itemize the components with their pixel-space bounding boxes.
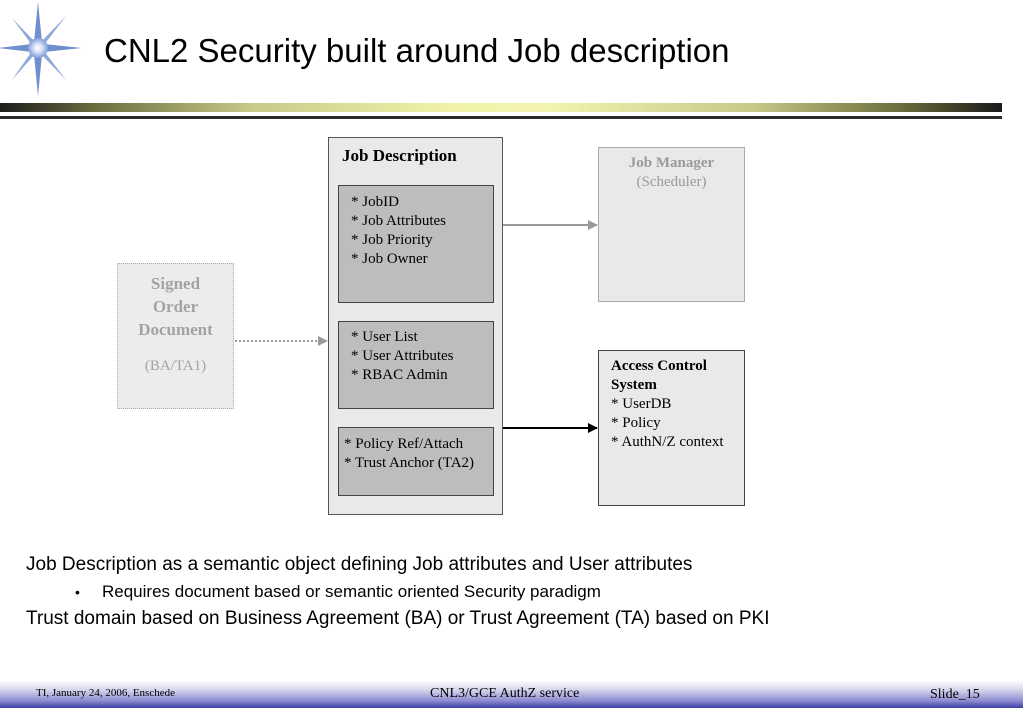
list-item: * User List (351, 329, 418, 345)
list-item: * AuthN/Z context (611, 434, 724, 450)
policy-box (338, 427, 494, 496)
title-rule (0, 116, 1002, 119)
list-item: * UserDB (611, 396, 672, 412)
signed-order-title-line: Order (152, 297, 199, 316)
job-description-title: Job Description (342, 146, 457, 165)
list-item: * User Attributes (351, 348, 454, 364)
title-gradient-bar (0, 103, 1002, 112)
list-item: * Trust Anchor (TA2) (344, 455, 475, 471)
footer-title: CNL3/GCE AuthZ service (430, 686, 580, 701)
signed-order-title-line: Document (138, 320, 213, 339)
footer-bar (0, 680, 1023, 708)
starburst-logo-icon (0, 2, 82, 96)
list-item: * Job Owner (351, 251, 428, 267)
job-manager-title: Job Manager (628, 155, 715, 171)
job-attributes-list: * JobID * Job Attributes * Job Priority … (351, 193, 446, 269)
slide-number: Slide_15 (930, 687, 980, 702)
slide-title: CNL2 Security built around Job descripti… (104, 32, 730, 69)
body-paragraph: Trust domain based on Business Agreement… (26, 608, 770, 629)
signed-order-document-box (117, 263, 234, 409)
policy-list: * Policy Ref/Attach * Trust Anchor (TA2) (344, 435, 474, 473)
bullet-item: • Requires document based or semantic or… (26, 579, 769, 605)
list-item: * RBAC Admin (351, 367, 448, 383)
access-control-list: * UserDB * Policy * AuthN/Z context (611, 395, 724, 452)
signed-order-document-title: Signed Order Document (117, 272, 234, 341)
footer-date: TI, January 24, 2006, Enschede (36, 687, 175, 699)
slide-body: Job Description as a semantic object def… (26, 551, 769, 633)
list-item: * JobID (351, 194, 399, 210)
list-item: * Job Attributes (351, 213, 447, 229)
bullet-text: Requires document based or semantic orie… (102, 582, 601, 601)
user-attributes-box (338, 321, 494, 409)
list-item: * Policy (611, 415, 661, 431)
bullet-icon: • (75, 584, 80, 600)
signed-order-title-line: Signed (150, 274, 201, 293)
access-control-box (598, 350, 745, 506)
job-manager-box (598, 147, 745, 302)
user-attributes-list: * User List * User Attributes * RBAC Adm… (351, 328, 454, 385)
job-manager-subtitle: (Scheduler) (636, 174, 707, 190)
access-control-title: Access Control System (611, 358, 707, 393)
list-item: * Policy Ref/Attach (344, 436, 464, 452)
list-item: * Job Priority (351, 232, 433, 248)
job-attributes-box (338, 185, 494, 303)
body-paragraph: Job Description as a semantic object def… (26, 554, 693, 575)
signed-order-document-subtitle: (BA/TA1) (144, 358, 207, 374)
